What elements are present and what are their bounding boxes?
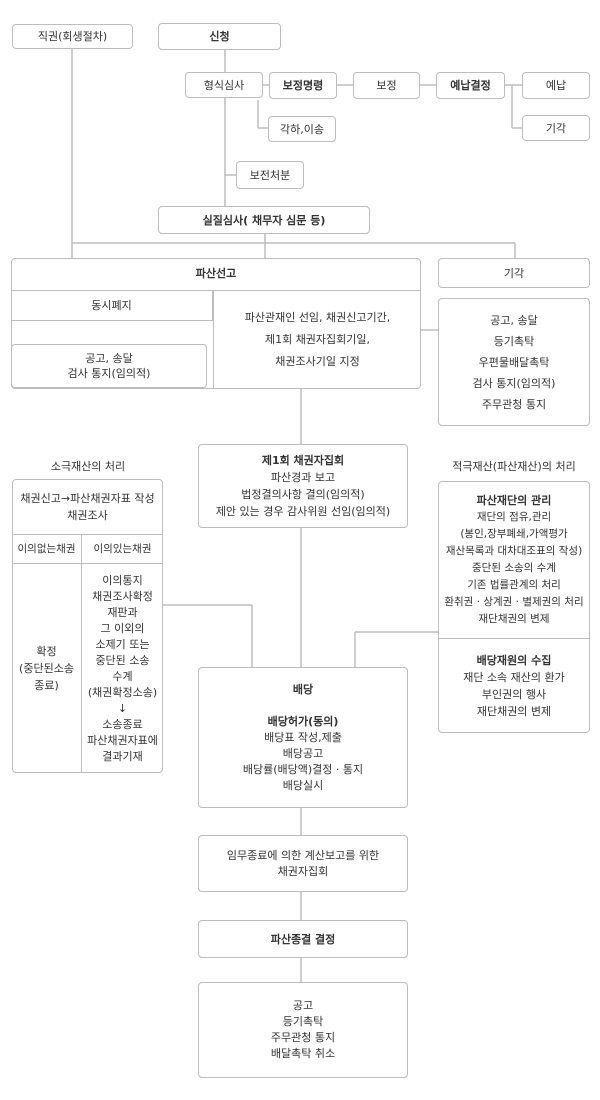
- ex-officio-label: 직권(회생절차): [37, 30, 108, 43]
- rejection-top-label: 기각: [545, 121, 567, 135]
- formal-review-label: 형식심사: [203, 78, 245, 92]
- notice-right-box: 공고, 송달 등기촉탁 우편물배달촉탁 검사 통지(임의적) 주무관청 통지: [438, 298, 590, 426]
- declaration-center-line-1: 파산관재인 선임, 채권신고기간,: [244, 310, 391, 324]
- rejection-right-box: 기각: [438, 258, 590, 288]
- substantive-review-box: 실질심사( 채무자 심문 등): [158, 206, 370, 234]
- correction-box: 보정: [353, 72, 420, 99]
- estate-management-title: 파산재단의 관리: [476, 493, 552, 507]
- active-frame: [438, 481, 590, 733]
- declaration-center-cell: 파산관재인 선임, 채권신고기간, 제1회 채권자집회기일, 채권조사기일 지정: [213, 291, 421, 388]
- ex-officio-box: 직권(회생절차): [12, 24, 133, 49]
- dividend-title: 배당: [292, 683, 314, 696]
- correction-order-box: 보정명령: [269, 72, 337, 99]
- rejection-right-label: 기각: [503, 266, 525, 280]
- declaration-center-line-3: 채권조사기일 지정: [275, 354, 360, 368]
- estate-management-cell: 파산재단의 관리 재단의 점유,관리 (봉인,장부폐쇄,가액평가 재산목록과 대…: [438, 481, 590, 639]
- dividend-frame: [198, 667, 408, 808]
- dividend-resource-cell: 배당재원의 수집 재단 소속 재산의 환가 부인권의 행사 재단채권의 변제: [463, 654, 565, 718]
- notice-left-box: 공고, 송달 검사 통지(임의적): [11, 344, 207, 388]
- preservation-box: 보전처분: [236, 161, 304, 189]
- conclusion-decision-box: 파산종결 결정: [198, 920, 408, 958]
- declaration-center-line-2: 제1회 채권자집회기일,: [264, 332, 371, 346]
- prepayment-decision-label: 예납결정: [450, 79, 491, 92]
- prepayment-decision-box: 예납결정: [436, 72, 505, 99]
- dismissal-rejection-label: 각하,이송: [280, 122, 324, 136]
- first-meeting-box: 제1회 채권자집회 파산경과 보고 법정결의사항 결의(임의적) 제안 있는 경…: [198, 444, 408, 528]
- no-objection-cell: 이의없는채권: [12, 535, 82, 564]
- substantive-review-label: 실질심사( 채무자 심문 등): [202, 213, 326, 227]
- application-box: 신청: [158, 23, 281, 50]
- application-label: 신청: [209, 30, 230, 43]
- formal-review-box: 형식심사: [185, 72, 263, 98]
- prepayment-label: 예납: [545, 79, 567, 92]
- correction-order-label: 보정명령: [282, 79, 324, 92]
- prepayment-box: 예납: [522, 72, 590, 99]
- preservation-label: 보전처분: [249, 168, 291, 182]
- objection-cell: 이의있는채권: [82, 535, 163, 564]
- dividend-content: 배당허가(동의) 배당표 작성,제출 배당공고 배당률(배당액)결정 · 통지 …: [242, 715, 364, 792]
- final-meeting-box: 임무종료에 의한 계산보고를 위한 채권자집회: [198, 835, 408, 892]
- correction-label: 보정: [376, 79, 397, 92]
- passive-heading: 소극재산의 처리: [50, 460, 126, 473]
- rejection-top-box: 기각: [522, 115, 590, 141]
- objected-process-cell: 이의통지 채권조사확정 재판과 그 이외의 소제기 또는 중단된 소송 수계 (…: [87, 573, 158, 763]
- simultaneous-abolition-cell: 동시폐지: [11, 291, 213, 321]
- conclusion-notice-box: 공고 등기촉탁 주무관청 통지 배달촉탁 취소: [198, 982, 408, 1078]
- dismissal-rejection-box: 각하,이송: [268, 116, 336, 142]
- declaration-title: 파산선고: [11, 258, 421, 291]
- passive-frame: [12, 479, 163, 773]
- conclusion-decision-label: 파산종결 결정: [270, 932, 336, 946]
- confirmed-cell: 확정 (중단된소송 종료): [12, 564, 82, 773]
- first-meeting-title: 제1회 채권자집회: [261, 454, 345, 467]
- active-heading: 적극재산(파산재산)의 처리: [452, 460, 576, 473]
- dividend-permission-title: 배당허가(동의): [267, 715, 339, 728]
- passive-top-cell: 채권신고→파산채권자표 작성 채권조사: [12, 479, 163, 535]
- dividend-resource-title: 배당재원의 수집: [476, 654, 552, 667]
